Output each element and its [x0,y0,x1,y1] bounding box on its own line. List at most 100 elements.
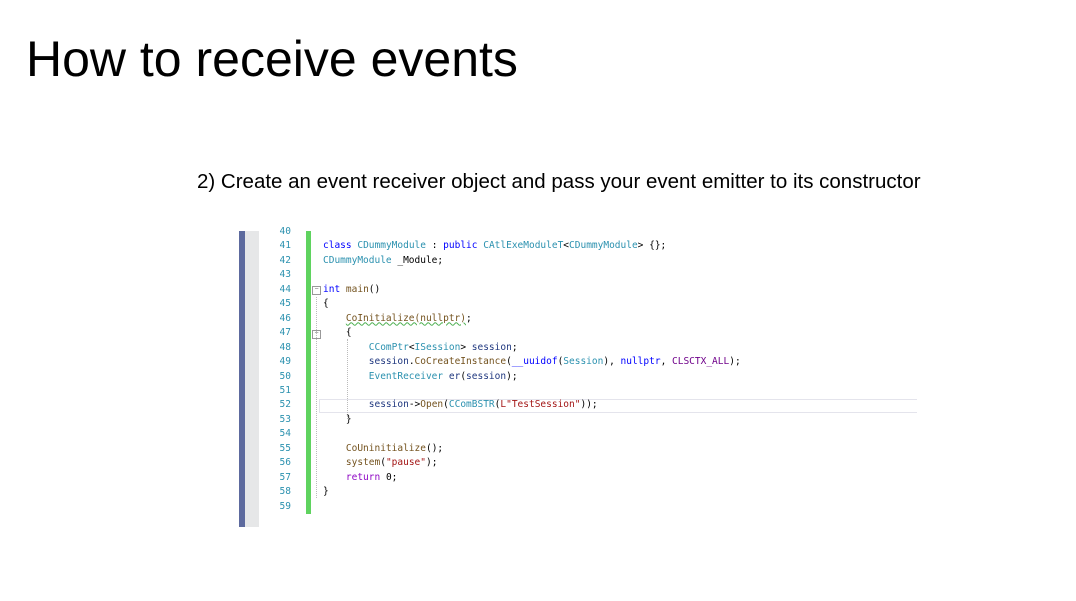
line-number: 59 [279,500,291,512]
code-token: Open [420,399,444,411]
line-number: 51 [279,384,291,396]
line-number: 54 [279,428,291,440]
code-line: CoUninitialize(); [323,443,443,454]
code-line: CComPtr<ISession> session; [323,342,518,353]
code-token: ( [557,356,564,368]
code-token [323,371,369,382]
code-line: { [323,327,352,338]
line-number: 52 [279,399,291,411]
code-token: -> [408,399,421,411]
line-number: 56 [279,457,291,469]
line-number: 41 [279,240,291,252]
code-token: CoCreateInstance [414,356,507,368]
code-line: system("pause"); [323,457,438,469]
code-token: (); [425,442,444,454]
fold-collapse-icon[interactable]: − [312,286,321,295]
indent-guide [316,297,317,498]
code-line: session->Open(CComBSTR(L"TestSession")); [323,399,598,410]
code-line: EventReceiver er(session); [323,371,518,382]
code-line: { [323,298,329,309]
line-number: 58 [279,486,291,498]
code-line: session.CoCreateInstance(__uuidof(Sessio… [323,356,741,367]
line-number: 42 [279,254,291,266]
code-token: CComBSTR [448,399,495,411]
code-token: session [471,341,512,353]
code-token: ( [506,356,512,368]
code-token: () [368,283,381,295]
editor-left-bar [239,231,245,527]
code-token: ( [460,370,467,382]
code-token: ; [511,341,518,353]
code-token: _Module; [391,254,444,266]
line-number: 44 [279,283,291,295]
code-token: ISession [414,341,461,353]
code-token: class [323,240,352,252]
code-token [323,342,369,353]
code-token: nullptr [620,356,661,368]
code-token: < [563,240,570,252]
code-token: ), [603,356,621,368]
code-token: er [448,370,461,382]
line-number: 40 [279,226,291,237]
code-token: } [323,486,329,498]
code-token: CoInitialize(nullptr) [345,312,466,324]
code-token: . [408,356,415,368]
slide-title: How to receive events [26,31,518,87]
code-token: CDummyModule [357,240,426,252]
code-line: } [323,414,352,425]
code-token: "pause" [385,457,426,469]
code-token: 0; [380,471,398,483]
code-token: session [368,399,409,411]
code-token: : [425,240,444,252]
code-token: system [345,457,381,469]
code-line: CDummyModule _Module; [323,255,443,266]
code-token: ); [729,356,741,368]
code-token [323,399,369,410]
code-line: } [323,486,329,497]
slide-subtitle: 2) Create an event receiver object and p… [197,170,921,193]
code-token: CDummyModule [569,240,638,252]
line-number: 57 [279,471,291,483]
code-token: > [460,341,472,353]
code-token [323,457,346,468]
line-number: 47 [279,327,291,339]
code-token: ; [466,312,472,324]
code-token [323,313,346,324]
code-token: ); [426,457,438,469]
code-token: EventReceiver [368,370,444,382]
code-token [323,443,346,454]
line-number: 55 [279,442,291,454]
code-token [323,356,369,367]
code-token: CLSCTX_ALL [672,356,730,368]
code-line: int main() [323,284,380,295]
code-token: CComPtr [368,341,409,353]
line-number: 53 [279,413,291,425]
editor-gutter [245,231,259,527]
line-number: 48 [279,341,291,353]
code-token: CoUninitialize [345,442,426,454]
code-token: L"TestSession" [500,399,581,411]
code-token: ( [494,399,501,411]
code-token: return [345,471,381,483]
code-token: session [466,370,507,382]
code-token: session [368,356,409,368]
current-line-highlight [319,399,917,413]
code-token: , [660,356,673,368]
line-number: 46 [279,312,291,324]
change-indicator-bar [306,231,311,514]
code-line: return 0; [323,471,398,483]
code-token: __uuidof [511,356,558,368]
line-number: 50 [279,370,291,382]
code-line: CoInitialize(nullptr); [323,313,472,324]
code-token: { [323,298,329,310]
code-token [323,472,346,483]
line-number: 45 [279,298,291,310]
line-number: 43 [279,269,291,281]
code-token: ); [506,370,518,382]
code-token: int [323,283,341,295]
indent-guide [347,339,348,419]
code-token: Session [563,356,604,368]
code-token: > {}; [637,240,667,252]
